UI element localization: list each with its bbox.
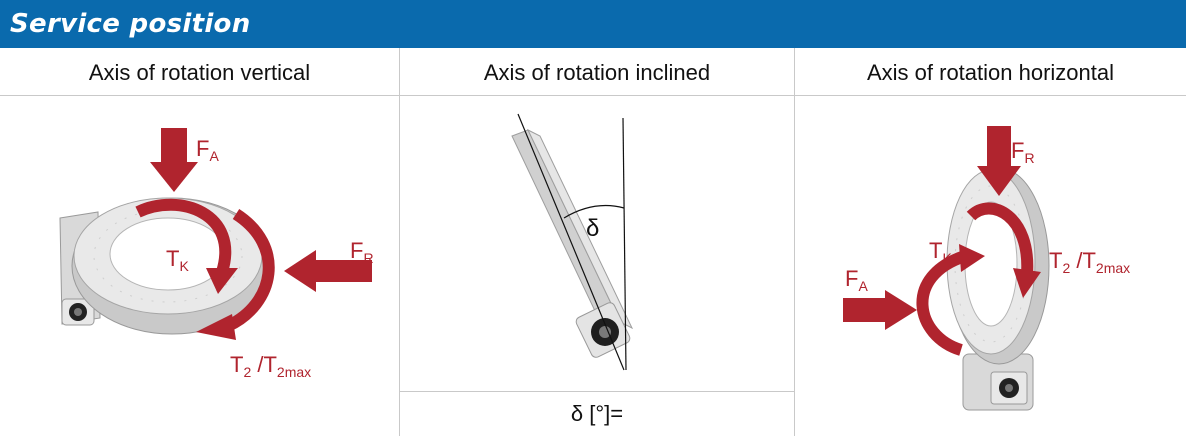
section-title: Service position — [10, 9, 251, 39]
vertical-reference-line — [622, 117, 627, 371]
label-fa: FA — [845, 266, 868, 294]
angle-symbol: δ — [586, 215, 599, 242]
vertical-axis-diagram: FA FR TK T2 /T2max — [59, 128, 374, 380]
force-arrow-fa — [150, 128, 198, 192]
torque-arrow-tk — [135, 198, 238, 294]
force-arrow-fr — [977, 126, 1021, 196]
label-tk: TK — [166, 246, 189, 274]
angle-value-field: δ [°]= — [570, 401, 624, 426]
label-fr: FR — [1011, 138, 1035, 166]
torque-arrow-t2 — [966, 202, 1041, 298]
column-heading-vertical: Axis of rotation vertical — [88, 60, 311, 85]
torque-arrow-tk — [916, 244, 985, 356]
torque-arrow-t2 — [196, 208, 275, 340]
column-heading-horizontal: Axis of rotation horizontal — [866, 60, 1115, 85]
label-fr: FR — [350, 238, 374, 266]
horizontal-axis-diagram: FR FA TK T2 /T2max — [843, 126, 1130, 411]
angle-row-divider — [400, 391, 794, 392]
header-row-divider — [0, 95, 1186, 96]
column-divider-2 — [794, 48, 795, 436]
column-divider-1 — [399, 48, 400, 436]
angle-arc — [563, 204, 625, 219]
label-t2: T2 /T2max — [1049, 248, 1130, 276]
column-heading-inclined: Axis of rotation inclined — [483, 60, 711, 85]
label-fa: FA — [196, 136, 219, 164]
label-t2: T2 /T2max — [230, 352, 311, 380]
inclined-axis-line — [517, 113, 625, 371]
label-tk: TK — [929, 238, 952, 266]
inclined-axis-diagram: δ — [511, 113, 634, 371]
force-arrow-fa — [843, 290, 917, 330]
section-header: Service position — [0, 0, 1186, 48]
force-arrow-fr — [284, 250, 372, 292]
